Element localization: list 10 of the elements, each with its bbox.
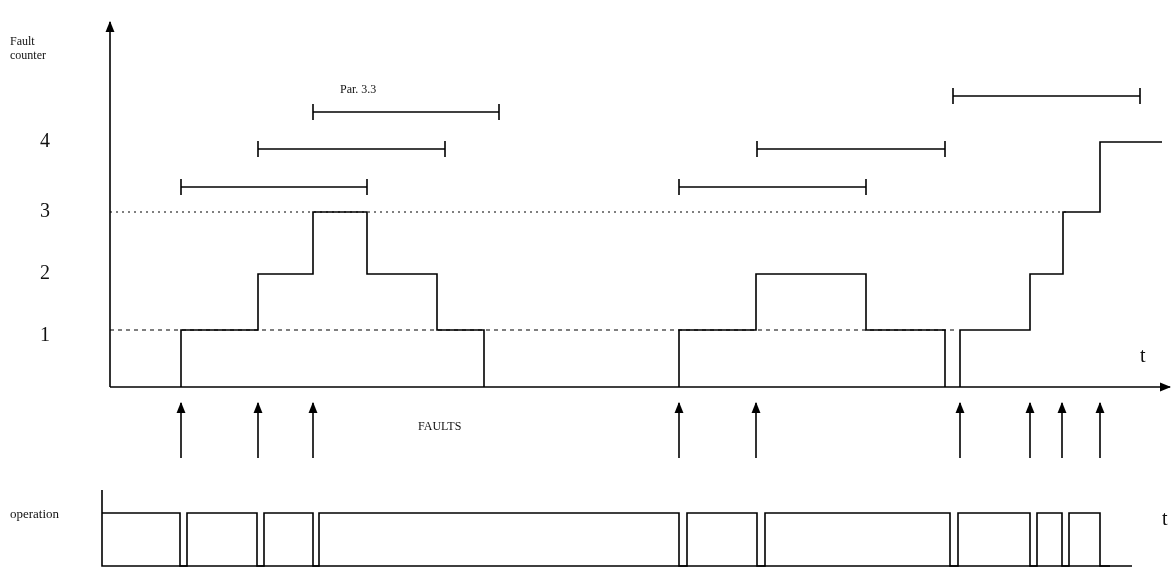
axis-label: t: [1140, 343, 1146, 367]
signal-label: operation: [10, 506, 60, 522]
tick-label: 3: [40, 198, 50, 222]
tick-label: 2: [40, 260, 50, 284]
interval-label: Par. 3.3: [340, 82, 377, 97]
axis-label: t: [1162, 506, 1168, 530]
tick-label: 4: [40, 128, 50, 152]
axis-title: Fault counter: [10, 34, 47, 63]
axis-title: FAULTS: [418, 419, 462, 434]
tick-label: 1: [40, 322, 50, 346]
